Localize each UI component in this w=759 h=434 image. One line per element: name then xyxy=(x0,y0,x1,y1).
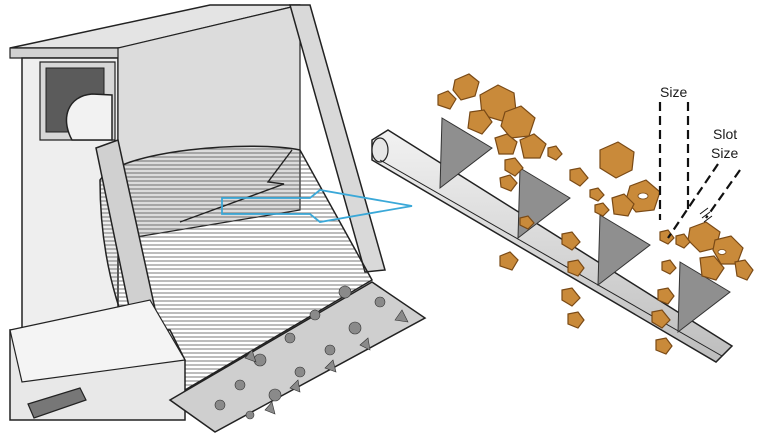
flow-arrow xyxy=(221,189,413,223)
dimension-lines xyxy=(658,102,741,239)
slot-dim-upper xyxy=(667,163,719,239)
wedge-wire-detail xyxy=(371,73,754,363)
slot-dim-lower xyxy=(705,169,741,219)
screen-top-lip xyxy=(9,47,121,59)
discharge-rod xyxy=(27,387,87,419)
size-label: Size xyxy=(660,84,688,100)
slot-size-label-line1: Slot xyxy=(713,126,738,142)
screen-right-frame xyxy=(289,4,386,273)
sieve-bend-screen xyxy=(9,4,427,433)
screen-base-top xyxy=(9,299,186,383)
feed-pipe xyxy=(65,93,113,141)
wedge-wire-3 xyxy=(597,214,651,287)
slot-size-label-line2: Size xyxy=(711,145,739,161)
solids-tray xyxy=(168,281,427,433)
particles xyxy=(437,73,754,355)
support-pipe-end xyxy=(371,137,389,163)
wedge-wire-1 xyxy=(439,117,493,190)
slot-gap-marks xyxy=(699,207,713,223)
tray-solids xyxy=(214,285,409,420)
overflow-indicator xyxy=(179,149,293,223)
support-pipe xyxy=(371,129,734,363)
